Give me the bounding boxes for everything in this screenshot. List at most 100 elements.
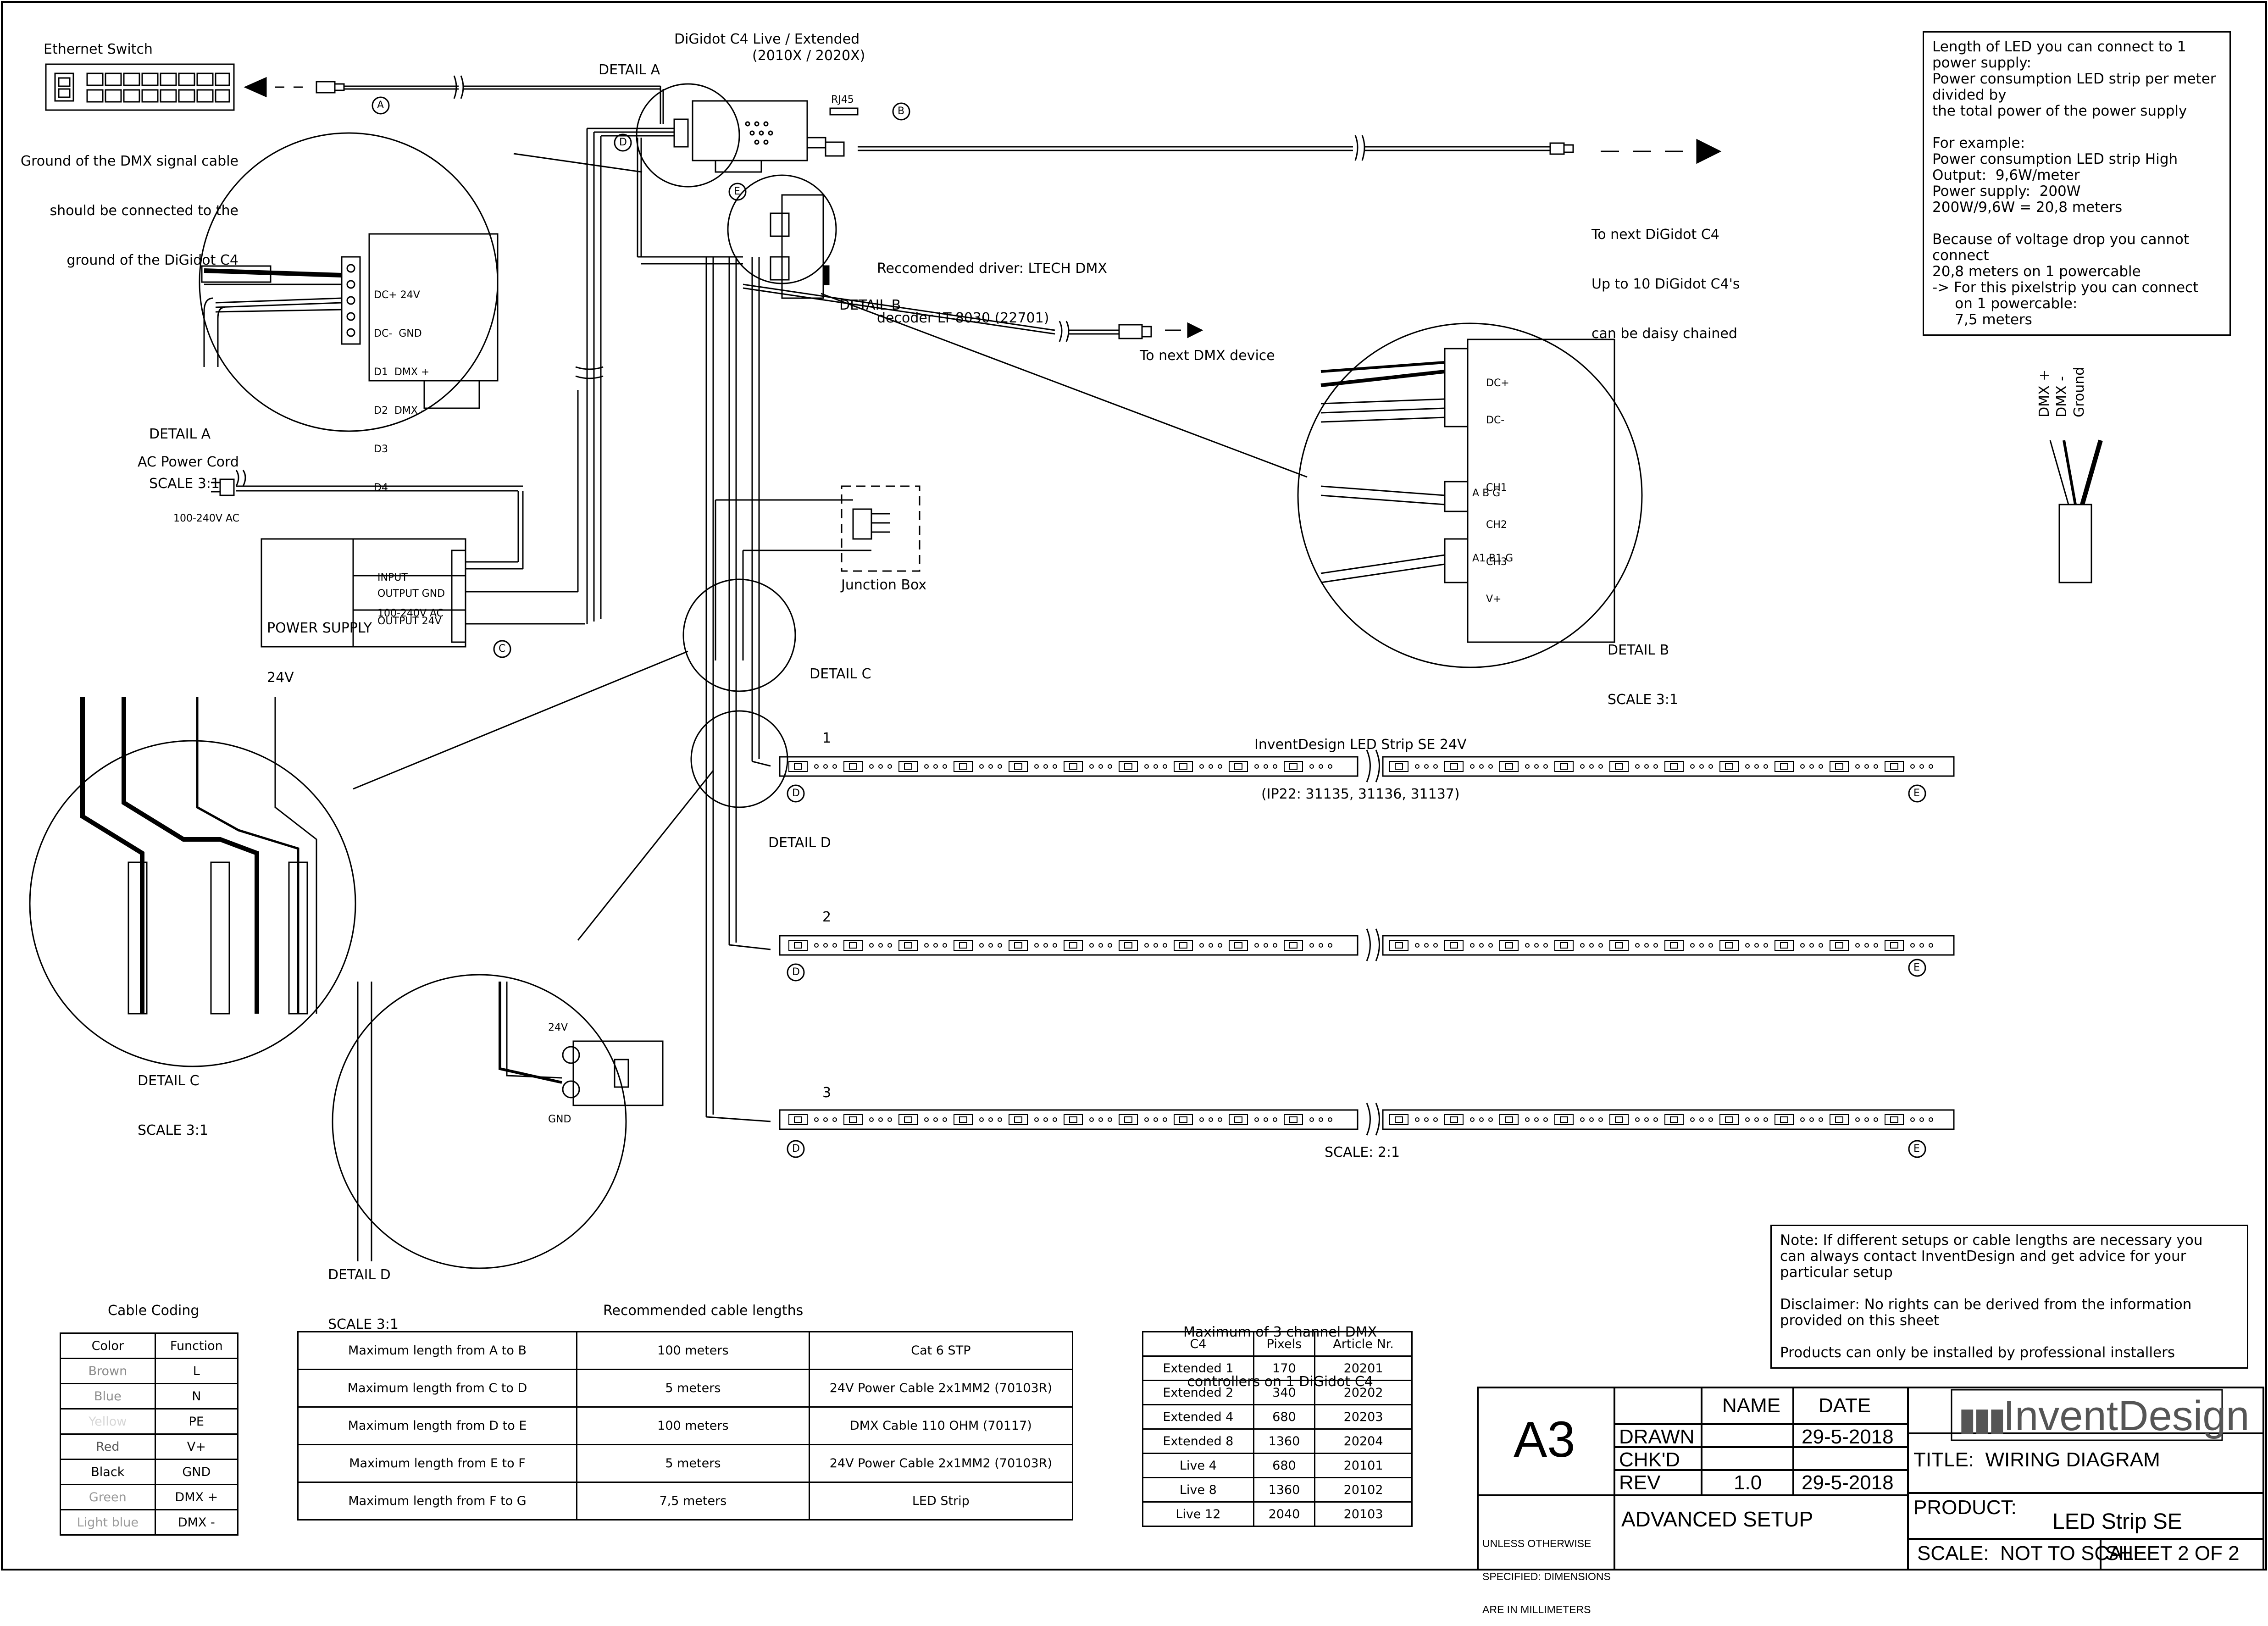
controller-model: Live 8 (1142, 1477, 1254, 1503)
detail-d-scale-title: DETAIL D (328, 1267, 391, 1283)
pin-label: CH1 (1486, 482, 1507, 494)
cable-color: Light blue (60, 1509, 156, 1536)
controller-model: Live 4 (1142, 1453, 1254, 1478)
disclaimer-note-line: provided on this sheet (1780, 1312, 1939, 1329)
detail-d-scale: DETAIL D SCALE 3:1 (328, 1234, 399, 1349)
inventdesign-logo: ▮▮▮InventDesign (1958, 1392, 2250, 1440)
disclaimer-note-line: Note: If different setups or cable lengt… (1780, 1232, 2203, 1249)
cable-color: Green (60, 1484, 156, 1510)
scale-value: SCALE: NOT TO SCALE (1917, 1542, 2147, 1565)
detail-b-label: DETAIL B (839, 297, 901, 313)
marker-e-strip1: E (1913, 788, 1920, 799)
cable-length-length: 100 meters (576, 1331, 810, 1370)
digidot-title: DiGidot C4 Live / Extended (674, 31, 860, 47)
article-number: 20101 (1314, 1453, 1413, 1478)
length-note-line: For example: (1932, 135, 2025, 151)
column-header: Pixels (1253, 1331, 1316, 1357)
dmx-driver-graphic (770, 194, 830, 299)
driver-line: decoder LT-8030 (22701) (877, 310, 1049, 326)
pin-label: D3 (374, 444, 388, 455)
cable-length-cable: Cat 6 STP (808, 1331, 1074, 1370)
marker-b: B (898, 105, 905, 117)
power-supply-title: POWER SUPPLY (267, 620, 372, 636)
article-number: 20202 (1314, 1380, 1413, 1405)
pin-label: D2 DMX - (374, 405, 425, 416)
detail-a-scale-title: DETAIL A (149, 426, 211, 442)
detail-c-graphic (29, 650, 688, 1067)
cable-length-cable: 24V Power Cable 2x1MM2 (70103R) (808, 1444, 1074, 1483)
length-note-line: Because of voltage drop you cannot (1932, 231, 2190, 248)
rj45-label: RJ45 (831, 94, 854, 105)
length-note-line: power supply: (1932, 55, 2031, 71)
pin-label: DC- (1486, 415, 1505, 426)
revision-value: 1.0 (1734, 1471, 1762, 1494)
marker-e-strip3: E (1913, 1143, 1920, 1154)
sheet-number: SHEET 2 OF 2 (2105, 1542, 2240, 1565)
pin-label: DC+ (1486, 377, 1509, 389)
cable-coding-title: Cable Coding (108, 1303, 200, 1319)
pin-label: A (1472, 488, 1480, 499)
junction-box-label: Junction Box (841, 577, 927, 593)
sheet-size: A3 (1514, 1411, 1575, 1468)
article-number: 20102 (1314, 1477, 1413, 1503)
detail-d-24v-label: 24V (548, 1022, 568, 1033)
units-note-line: ARE IN MILLIMETERS (1482, 1604, 1591, 1615)
title-block-frame (1477, 1387, 2264, 1571)
cable-length-label: Maximum length from E to F (297, 1444, 578, 1483)
disclaimer-note-line: particular setup (1780, 1264, 1893, 1281)
next-digidot-line: can be daisy chained (1591, 326, 1737, 342)
ground-note-line: Ground of the DMX signal cable (20, 153, 238, 169)
digidot-controller-graphic (673, 100, 845, 173)
marker-d-strip3: D (792, 1143, 800, 1154)
pixel-count: 1360 (1253, 1477, 1316, 1503)
detail-b-pin-labels: DC+ DC- CH1 CH2 CH3 V+ (1486, 352, 1509, 618)
led-strip-name: InventDesign LED Strip SE 24V (1254, 737, 1467, 753)
pixel-count: 680 (1253, 1404, 1316, 1430)
cable-length-label: Maximum length from A to B (297, 1331, 578, 1370)
drawn-label: DRAWN (1619, 1426, 1695, 1448)
cable-length-label: Maximum length from D to E (297, 1406, 578, 1445)
pin-label: V+ (1486, 594, 1502, 605)
date-header: DATE (1819, 1394, 1871, 1417)
column-header: Function (154, 1332, 239, 1359)
article-number: 20204 (1314, 1428, 1413, 1454)
ethernet-switch-graphic (45, 63, 235, 111)
marker-e: E (734, 186, 740, 197)
pixel-count: 340 (1253, 1380, 1316, 1405)
ps-input-voltage: 100-240V AC (377, 608, 444, 619)
voltage-range-label: 100-240V AC (173, 513, 239, 524)
ps-output-24v-label: OUTPUT 24V (377, 616, 442, 627)
length-note-line: 20,8 meters on 1 powercable (1932, 263, 2141, 280)
marker-d-strip2: D (792, 966, 800, 978)
pixel-count: 680 (1253, 1453, 1316, 1478)
cable-length-length: 7,5 meters (576, 1482, 810, 1521)
power-supply-label: POWER SUPPLY 24V (267, 587, 372, 703)
length-note-line: Power consumption LED strip per meter (1932, 71, 2216, 87)
length-note-line: 200W/9,6W = 20,8 meters (1932, 199, 2123, 216)
led-strip-title: InventDesign LED Strip SE 24V (IP22: 311… (1254, 704, 1467, 819)
pin-label: DC+ 24V (374, 289, 420, 301)
length-note-line: Power consumption LED strip High (1932, 151, 2178, 167)
marker-d-strip1: D (792, 788, 800, 799)
next-digidot-line: To next DiGidot C4 (1591, 227, 1719, 243)
strip-number-2: 2 (822, 909, 832, 925)
marker-d: D (619, 137, 627, 148)
cable-function: DMX - (154, 1509, 239, 1536)
detail-d-label: DETAIL D (768, 835, 831, 851)
ground-note-line: should be connected to the (50, 203, 238, 219)
pin-label: DC- GND (374, 328, 422, 339)
led-strip-1-graphic (779, 749, 1955, 782)
dmx-out-pins: A1 B1 G (1472, 553, 1513, 565)
name-header: NAME (1722, 1394, 1781, 1417)
pin-label: A1 (1472, 553, 1486, 564)
